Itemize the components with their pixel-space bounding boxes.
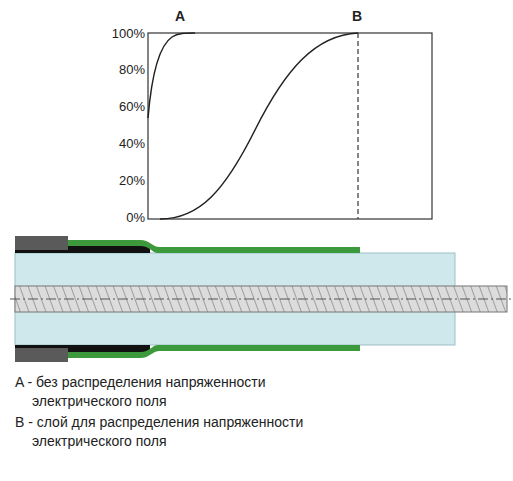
axis-tick-label: 60% [95, 99, 145, 114]
curve-letter: B [352, 8, 362, 24]
axis-tick-label: 80% [95, 62, 145, 77]
cable-jacket [15, 236, 68, 250]
axis-tick-label: 40% [95, 136, 145, 151]
chart-frame [148, 33, 432, 219]
curve-letter: A [175, 8, 185, 24]
cable-jacket [15, 348, 68, 362]
dashed-marker [357, 33, 358, 219]
axis-tick-label: 0% [95, 210, 145, 225]
center-line [10, 299, 511, 300]
curve-b [160, 33, 358, 219]
curve-a [148, 33, 195, 118]
stress-control-layer [68, 345, 360, 358]
axis-tick-label: 20% [95, 173, 145, 188]
legend-note: A - без распределения напряженности элек… [15, 373, 362, 411]
legend-note: B - слой для распределения напряженности… [15, 413, 362, 451]
stress-control-layer [68, 240, 360, 253]
axis-tick-label: 100% [95, 26, 145, 41]
